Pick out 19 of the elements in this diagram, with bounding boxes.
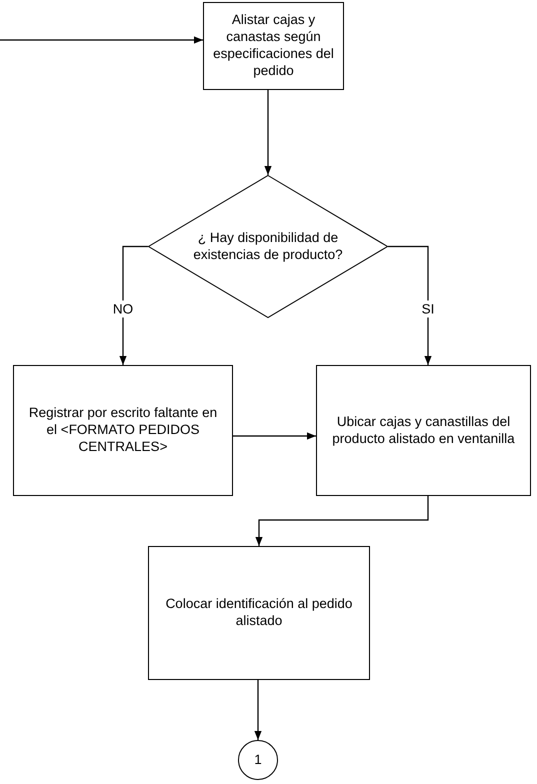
arrow (233, 432, 316, 440)
arrow (0, 36, 203, 44)
node-text: Registrar por escrito faltante en el <FORMATO PEDIDOS CENTRALES> (28, 405, 218, 456)
arrow (119, 246, 148, 365)
process-box (13, 365, 233, 496)
node-text: Alistar cajas y canastas según especificaciones del pedido (212, 12, 335, 80)
node-text: ¿ Hay disponibilidad de existencias de producto? (192, 230, 344, 264)
process-box (203, 2, 344, 90)
process-box (316, 365, 531, 496)
node-text: Ubicar cajas y canastillas del producto alistado en ventanilla (331, 414, 516, 448)
arrow (388, 246, 432, 365)
edge-label: NO (110, 300, 136, 318)
node-text: 1 (254, 752, 262, 768)
arrow (255, 496, 429, 546)
node-text: Colocar identificación al pedido alistado (164, 596, 354, 630)
arrow (254, 680, 262, 740)
process-box (148, 546, 370, 680)
arrow (264, 90, 272, 175)
edge-label: SI (420, 300, 436, 318)
